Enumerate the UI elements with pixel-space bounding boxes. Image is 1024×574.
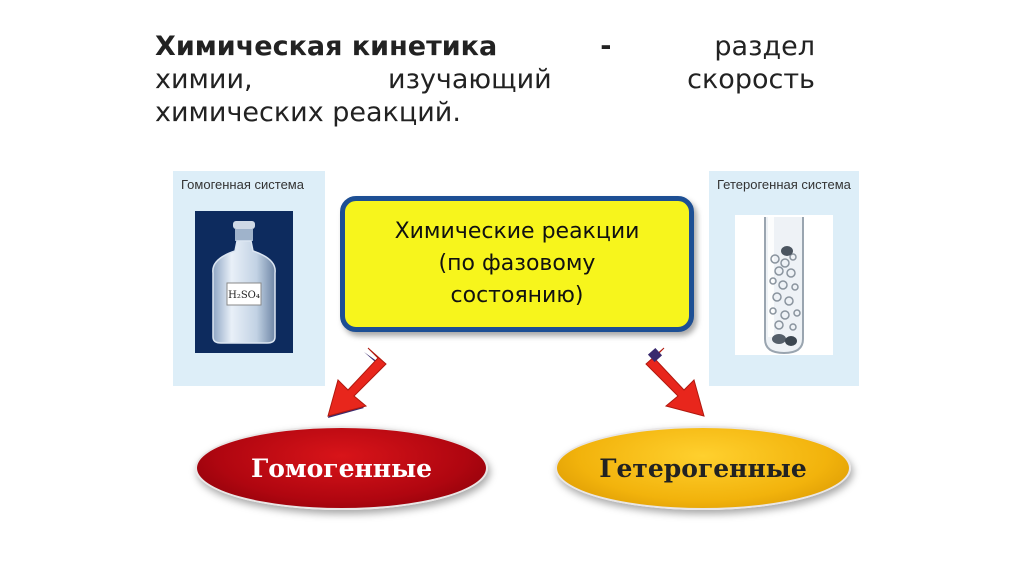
test-tube-icon xyxy=(735,215,833,355)
test-tube-photo xyxy=(735,215,833,355)
heterogeneous-panel-label: Гетерогенная система xyxy=(709,177,859,192)
reaction-classification-box: Химические реакции (по фазовому состояни… xyxy=(340,196,694,332)
flask-photo: H₂SO₄ xyxy=(195,211,293,353)
title-keyword: Химическая кинетика xyxy=(155,30,497,63)
homogeneous-panel: Гомогенная система H₂SO₄ xyxy=(173,171,325,386)
arrow-down-left-icon xyxy=(322,346,392,422)
title-word: химии, xyxy=(155,63,253,96)
heterogeneous-oval: Гетерогенные xyxy=(555,426,851,510)
title-line-1: Химическая кинетика - раздел xyxy=(155,30,815,63)
center-box-line-3: состоянию) xyxy=(451,280,584,312)
flask-formula: H₂SO₄ xyxy=(228,290,260,301)
arrow-down-right-icon xyxy=(640,346,710,422)
flask-icon: H₂SO₄ xyxy=(195,211,293,353)
title-dash: - xyxy=(600,30,611,63)
center-box-line-1: Химические реакции xyxy=(395,216,640,248)
title-word: изучающий xyxy=(388,63,552,96)
homogeneous-oval: Гомогенные xyxy=(195,426,488,510)
center-box-line-2: (по фазовому xyxy=(439,248,596,280)
heterogeneous-label: Гетерогенные xyxy=(599,454,807,483)
homogeneous-label: Гомогенные xyxy=(251,454,432,483)
title-line-3: химических реакций. xyxy=(155,96,815,129)
title-line-2: химии, изучающий скорость xyxy=(155,63,815,96)
title-word: раздел xyxy=(714,30,815,63)
title-block: Химическая кинетика - раздел химии, изуч… xyxy=(155,30,815,129)
title-word: скорость xyxy=(687,63,815,96)
homogeneous-panel-label: Гомогенная система xyxy=(173,177,325,192)
heterogeneous-panel: Гетерогенная система xyxy=(709,171,859,386)
